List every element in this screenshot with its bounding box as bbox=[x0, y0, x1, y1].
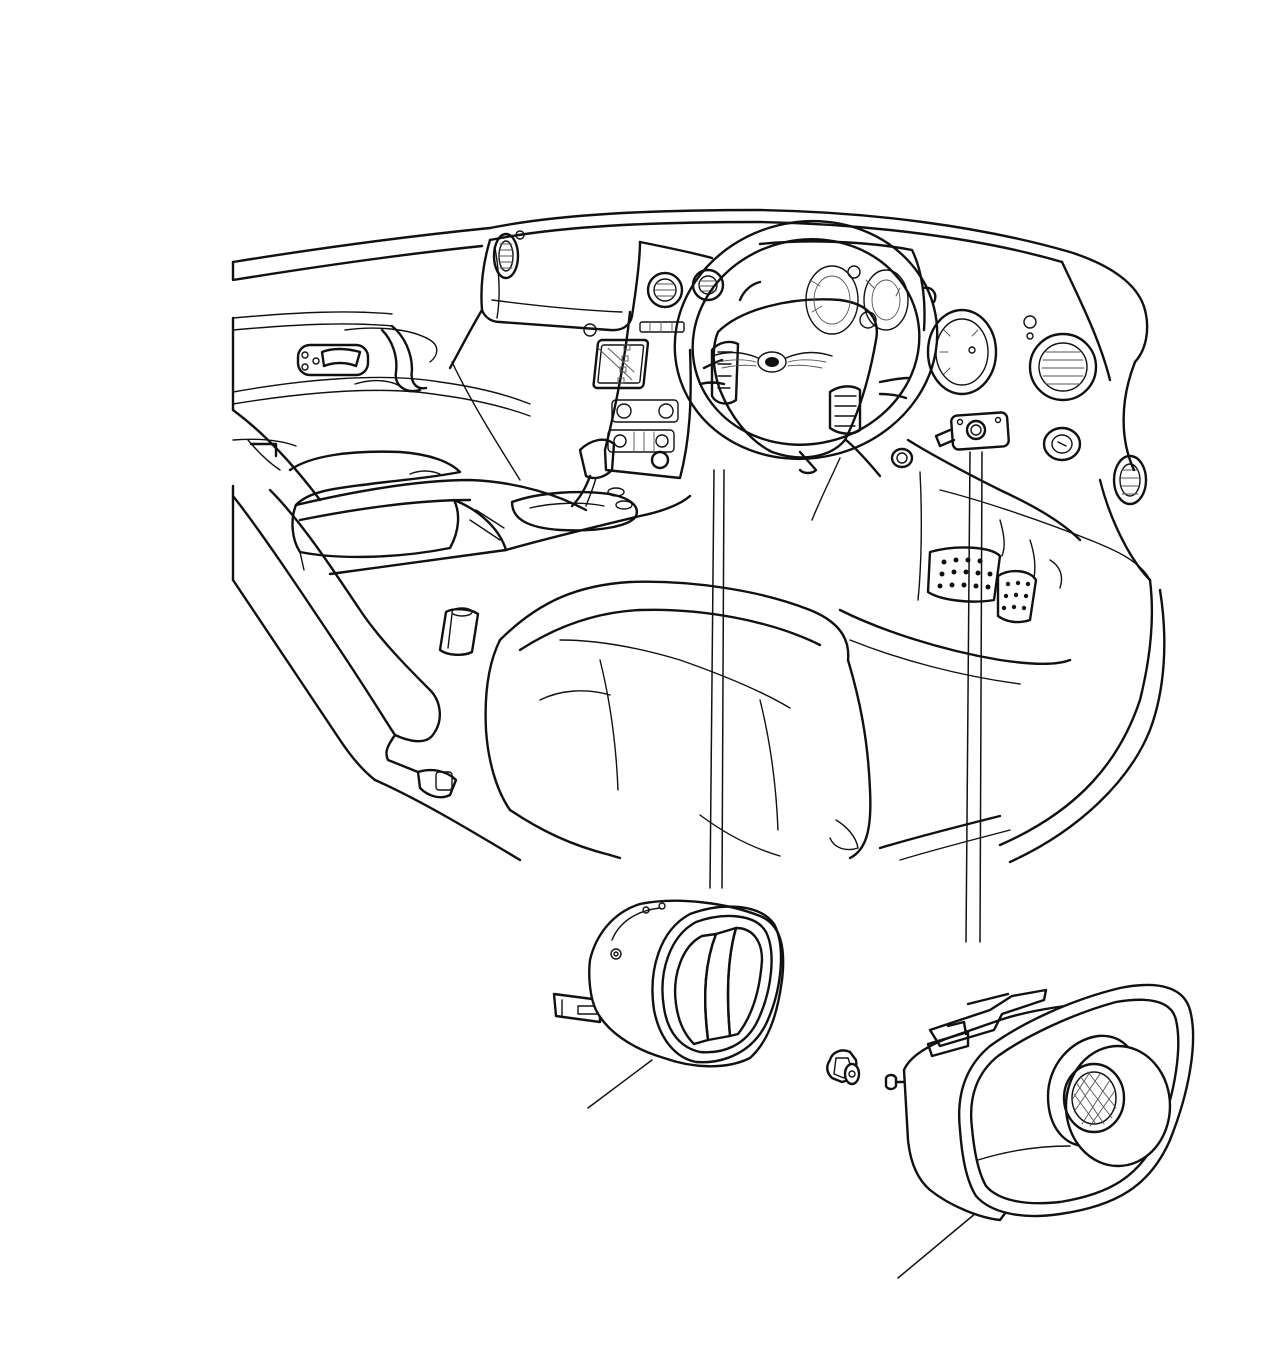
steering-wheel-switch-detail bbox=[552, 899, 785, 1068]
driver-fascia bbox=[838, 260, 1166, 864]
dash-mirror-switch bbox=[890, 411, 1010, 469]
seatbelt-pillar bbox=[231, 488, 522, 862]
instrument-cluster bbox=[738, 240, 998, 396]
transmission-tunnel bbox=[247, 438, 692, 576]
driver-seat bbox=[484, 580, 872, 860]
pedals bbox=[926, 519, 1063, 624]
dashboard bbox=[448, 208, 1149, 481]
left-door bbox=[231, 226, 531, 582]
car-interior-illustration bbox=[231, 208, 1166, 864]
callout-leader-lines bbox=[587, 451, 983, 1279]
steering-wheel bbox=[673, 219, 939, 521]
mirror-switch-detail bbox=[826, 983, 1195, 1222]
